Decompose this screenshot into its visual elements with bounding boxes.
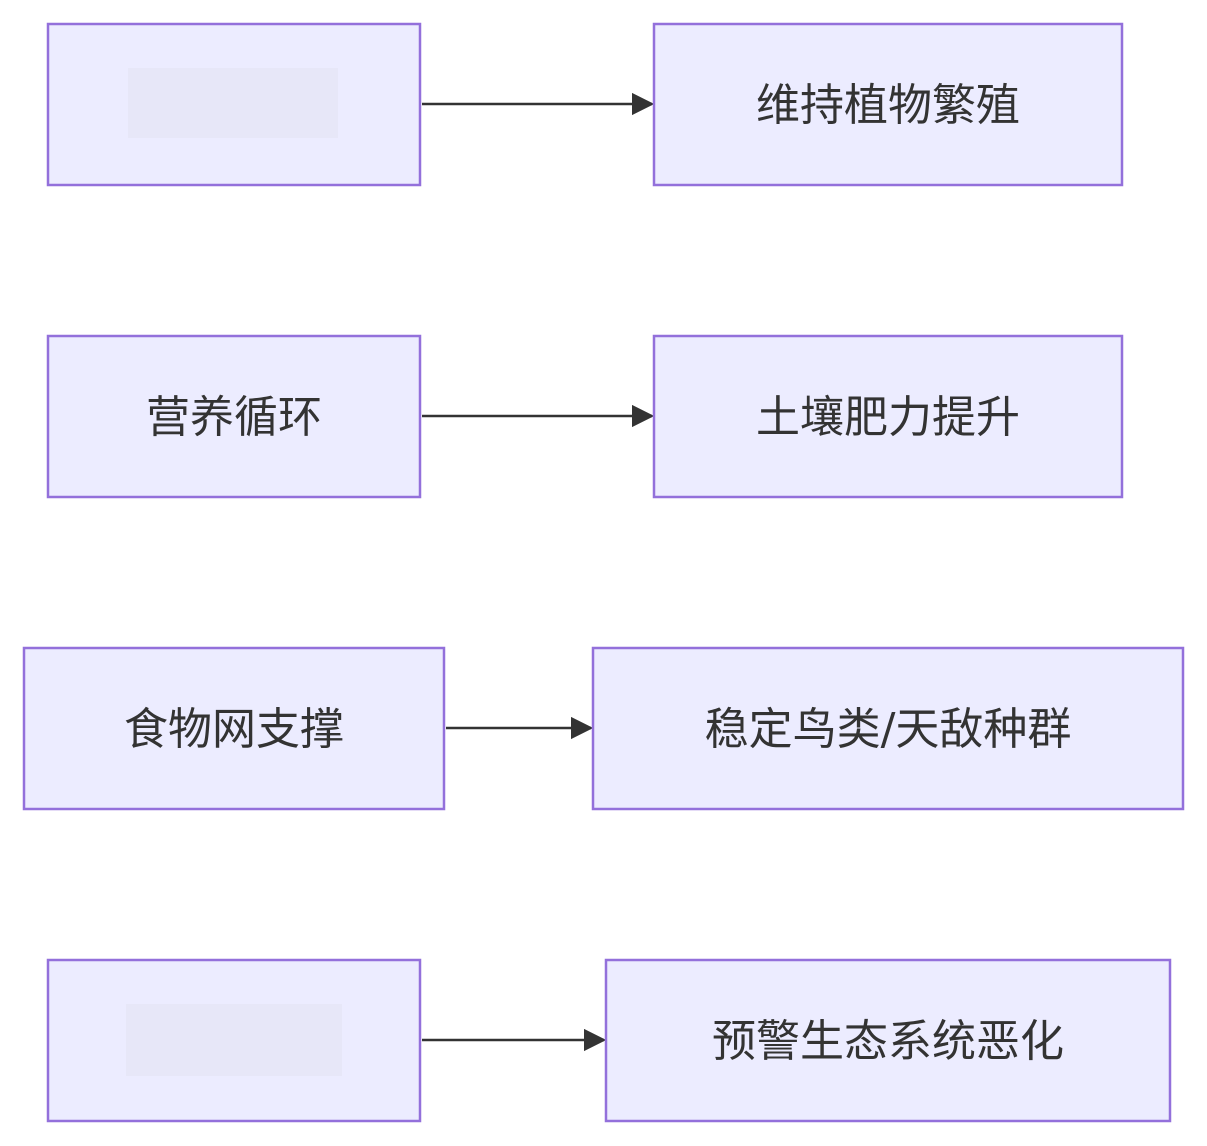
target-node-1 <box>652 22 1124 187</box>
row-4: 预警生态系统恶化 <box>46 958 1172 1123</box>
obscured-label-patch <box>126 1004 342 1076</box>
target-node-2 <box>652 334 1124 499</box>
row-1: 维持植物繁殖 <box>46 22 1124 187</box>
source-node-3 <box>22 646 446 811</box>
row-3: 食物网支撑 稳定鸟类/天敌种群 <box>22 646 1185 811</box>
target-node-4 <box>604 958 1172 1123</box>
row-2: 营养循环 土壤肥力提升 <box>46 334 1124 499</box>
target-label-2: 土壤肥力提升 <box>756 392 1020 443</box>
target-node-3 <box>591 646 1185 811</box>
target-label-1: 维持植物繁殖 <box>756 80 1020 131</box>
obscured-label-patch <box>128 68 338 138</box>
source-label-2: 营养循环 <box>146 392 322 443</box>
source-node-2 <box>46 334 422 499</box>
source-label-3: 食物网支撑 <box>124 704 344 755</box>
target-label-3: 稳定鸟类/天敌种群 <box>705 704 1072 755</box>
target-label-4: 预警生态系统恶化 <box>712 1016 1064 1067</box>
